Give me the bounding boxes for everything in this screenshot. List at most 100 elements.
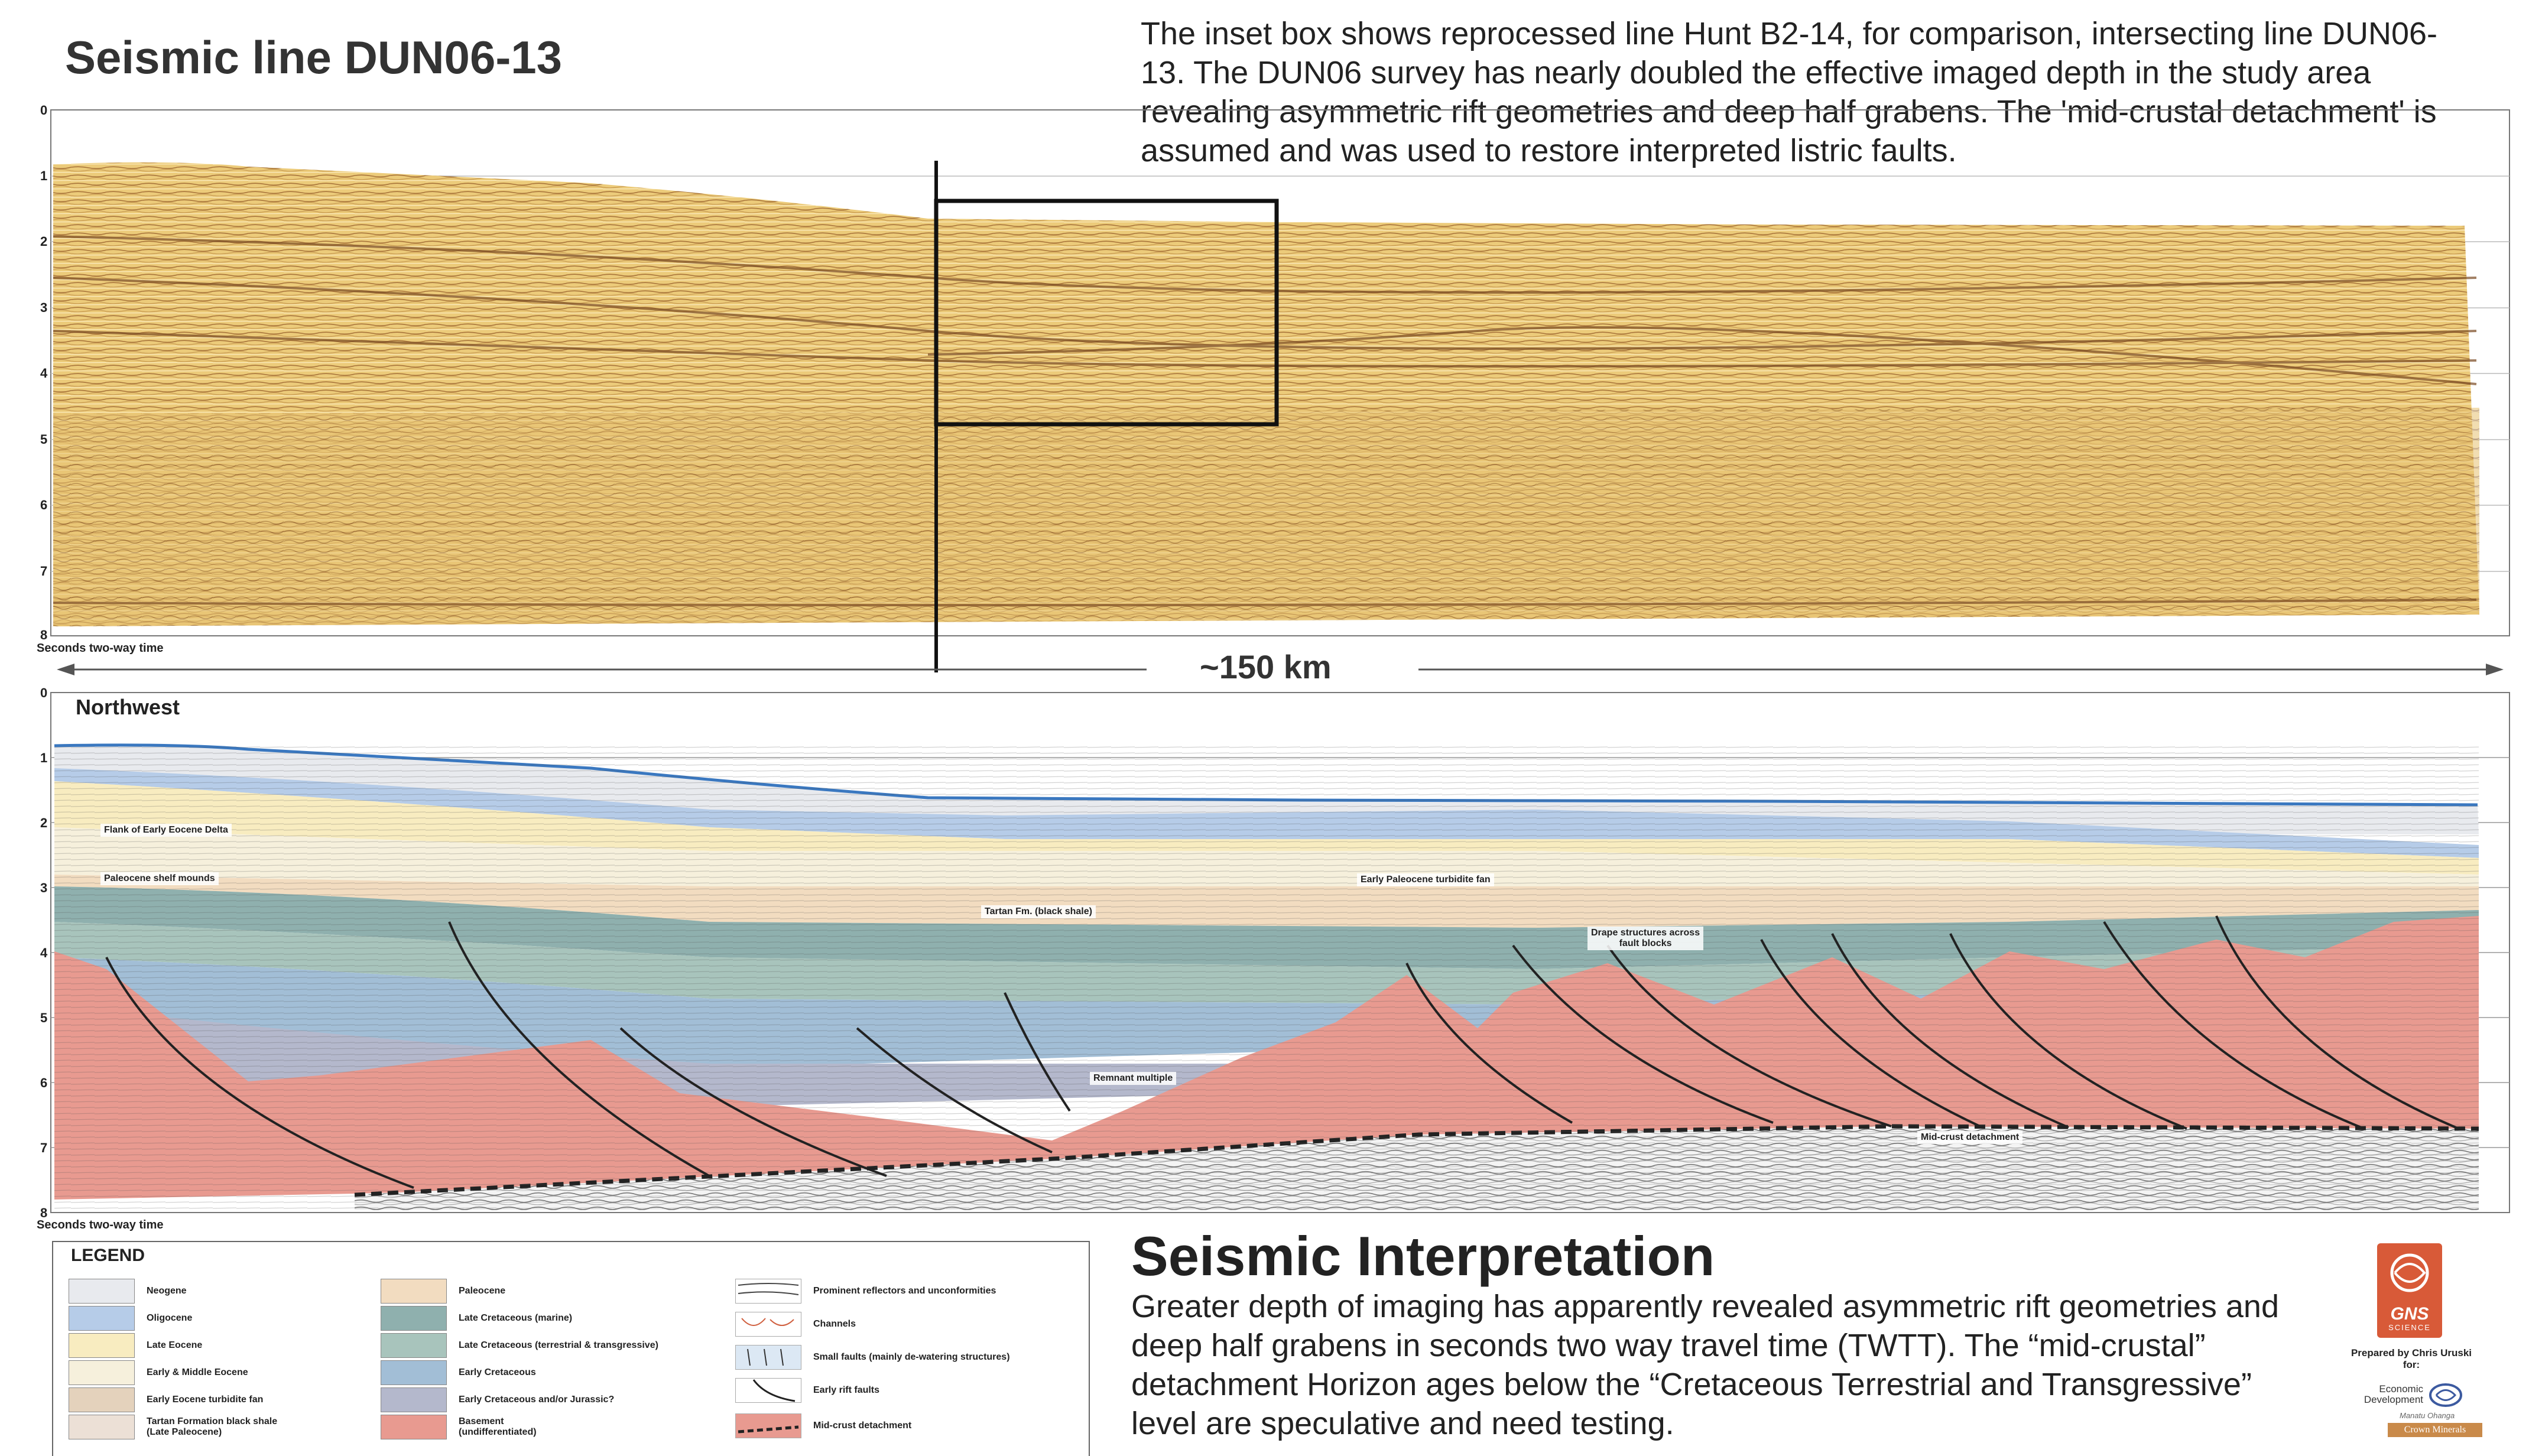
legend-title: LEGEND: [71, 1246, 145, 1265]
legend-label: Small faults (mainly de-watering structu…: [813, 1352, 1010, 1362]
med-maori: Manatu Ohanga: [2400, 1411, 2455, 1420]
channels-icon: [735, 1312, 801, 1337]
legend-swatch: [381, 1360, 447, 1385]
small-faults-icon: [735, 1345, 801, 1370]
gns-logo: GNS SCIENCE: [2377, 1243, 2442, 1338]
bottom-tick-1: 1: [40, 750, 48, 765]
top-tick-1: 1: [40, 168, 48, 183]
annotation-drape-line1: Drape structures across: [1591, 928, 1700, 938]
legend-swatch: [381, 1306, 447, 1331]
med-emblem-icon: [2429, 1383, 2462, 1407]
legend-item: Early rift faults: [735, 1378, 879, 1403]
legend-label: Early & Middle Eocene: [147, 1367, 248, 1377]
annotation-drape: Drape structures across fault blocks: [1587, 927, 1704, 950]
legend-label: Early Cretaceous: [459, 1367, 536, 1377]
top-axis-unit: Seconds two-way time: [37, 642, 164, 655]
legend-item: Small faults (mainly de-watering structu…: [735, 1345, 1010, 1370]
inset-box-hunt-b2-14: [934, 199, 1279, 427]
legend-item: Late Cretaceous (terrestrial & transgres…: [381, 1333, 658, 1358]
legend-label: Tartan Formation black shale (Late Paleo…: [147, 1416, 278, 1437]
section-direction-label: Northwest: [76, 695, 180, 719]
bottom-axis-unit: Seconds two-way time: [37, 1218, 164, 1231]
legend: LEGEND Neogene Oligocene Late Eocene Ear…: [52, 1241, 1090, 1456]
page-title: Seismic line DUN06-13: [65, 31, 563, 83]
legend-item: Basement (undifferentiated): [381, 1415, 537, 1439]
legend-swatch: [381, 1333, 447, 1358]
gns-logo-text: GNS: [2390, 1304, 2429, 1324]
legend-item: Early Cretaceous: [381, 1360, 536, 1385]
interpretation-body: Greater depth of imaging has apparently …: [1131, 1289, 2279, 1441]
top-tick-6: 6: [40, 498, 48, 512]
legend-label: Late Cretaceous (marine): [459, 1313, 573, 1323]
gns-logo-sub: SCIENCE: [2388, 1323, 2431, 1332]
top-tick-4: 4: [40, 366, 48, 381]
top-tick-0: 0: [40, 103, 48, 118]
legend-label: Channels: [813, 1319, 856, 1329]
gns-emblem-icon: [2390, 1253, 2429, 1292]
top-tick-5: 5: [40, 432, 48, 447]
legend-label: Prominent reflectors and unconformities: [813, 1286, 996, 1296]
legend-swatch: [69, 1333, 135, 1358]
crown-minerals-badge: Crown Minerals: [2388, 1423, 2482, 1437]
detachment-icon: [735, 1413, 801, 1438]
legend-label: Oligocene: [147, 1313, 193, 1323]
reflector-lines-icon: [735, 1279, 801, 1304]
bottom-tick-7: 7: [40, 1140, 48, 1155]
top-tick-3: 3: [40, 300, 48, 315]
prepared-for-text: for:: [2403, 1359, 2420, 1370]
med-line2: Development: [2364, 1394, 2423, 1405]
legend-label: Basement (undifferentiated): [459, 1416, 537, 1437]
top-tick-7: 7: [40, 564, 48, 578]
arrow-right-icon: [2486, 664, 2504, 675]
med-line1: Economic: [2379, 1383, 2423, 1395]
top-panel-frame: [50, 109, 2510, 636]
top-tick-8: 8: [40, 628, 48, 642]
bottom-tick-6: 6: [40, 1075, 48, 1090]
legend-label: Early Eocene turbidite fan: [147, 1395, 264, 1405]
annotation-drape-line2: fault blocks: [1619, 938, 1672, 948]
annotation-shelf-mounds: Paleocene shelf mounds: [100, 872, 219, 885]
annotation-turbidite: Early Paleocene turbidite fan: [1357, 873, 1494, 886]
legend-item: Early Eocene turbidite fan: [69, 1387, 263, 1412]
top-caption: The inset box shows reprocessed line Hun…: [1141, 16, 2438, 168]
scale-label: ~150 km: [1200, 648, 1332, 685]
bottom-tick-2: 2: [40, 815, 48, 830]
legend-swatch: [69, 1387, 135, 1412]
bottom-tick-3: 3: [40, 880, 48, 895]
bottom-tick-4: 4: [40, 945, 48, 960]
economic-development-logo: Economic Development Manatu Ohanga Crown…: [2335, 1377, 2500, 1442]
prepared-by: Prepared by Chris Uruski for:: [2329, 1347, 2494, 1371]
legend-swatch: [381, 1279, 447, 1304]
annotation-remnant: Remnant multiple: [1090, 1072, 1177, 1085]
prepared-by-text: Prepared by Chris Uruski: [2351, 1347, 2472, 1358]
annotation-flank-delta: Flank of Early Eocene Delta: [100, 824, 232, 837]
top-reflectors: [53, 235, 2477, 606]
legend-label: Late Eocene: [147, 1340, 203, 1350]
bottom-tick-0: 0: [40, 685, 48, 700]
legend-label: Early rift faults: [813, 1385, 880, 1395]
legend-item: Channels: [735, 1312, 856, 1337]
top-seismic-deep-data: [53, 408, 2479, 626]
top-tick-2: 2: [40, 234, 48, 249]
legend-item: Late Eocene: [69, 1333, 202, 1358]
legend-swatch: [69, 1306, 135, 1331]
rift-faults: [105, 915, 2459, 1189]
legend-item: Oligocene: [69, 1306, 192, 1331]
legend-label: Neogene: [147, 1286, 187, 1296]
layer-hatching: [54, 746, 2479, 1210]
interpretation-title: Seismic Interpretation: [1131, 1225, 1715, 1287]
legend-label: Mid-crust detachment: [813, 1421, 912, 1431]
legend-item: Neogene: [69, 1279, 187, 1304]
legend-swatch: [381, 1415, 447, 1439]
bottom-tick-8: 8: [40, 1205, 48, 1220]
legend-item: Early & Middle Eocene: [69, 1360, 248, 1385]
legend-swatch: [69, 1360, 135, 1385]
legend-swatch: [69, 1279, 135, 1304]
legend-item: Late Cretaceous (marine): [381, 1306, 572, 1331]
legend-item: Early Cretaceous and/or Jurassic?: [381, 1387, 614, 1412]
legend-item: Prominent reflectors and unconformities: [735, 1279, 996, 1304]
annotation-detachment: Mid-crust detachment: [1917, 1131, 2023, 1144]
legend-label: Late Cretaceous (terrestrial & transgres…: [459, 1340, 658, 1350]
legend-item: Paleocene: [381, 1279, 505, 1304]
